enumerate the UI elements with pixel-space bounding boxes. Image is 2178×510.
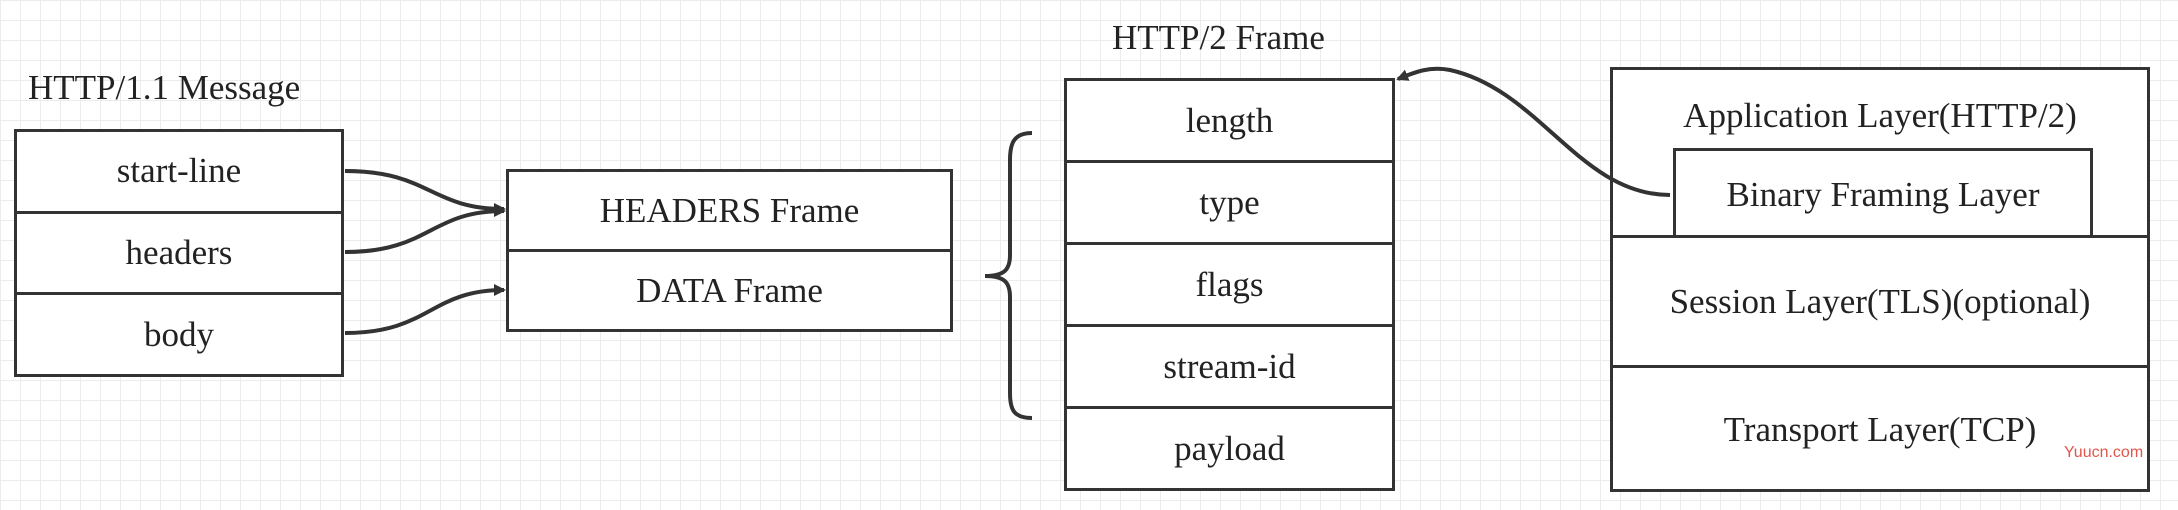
- http1-title: HTTP/1.1 Message: [28, 68, 301, 107]
- frame-row-headers: HEADERS Frame: [599, 190, 860, 230]
- protocol-layers-box: Application Layer(HTTP/2) Binary Framing…: [1610, 67, 2150, 492]
- http2-row-stream-id: stream-id: [1067, 324, 1392, 406]
- layer-application: Application Layer(HTTP/2) Binary Framing…: [1613, 70, 2147, 238]
- http2-title: HTTP/2 Frame: [1112, 18, 1325, 57]
- layer-application-label: Application Layer(HTTP/2): [1683, 96, 2077, 135]
- arrow-headers-to-headers-frame: [344, 205, 506, 254]
- http2-row-length: length: [1185, 100, 1274, 140]
- arrow-binary-framing-to-http2-frame: [1396, 66, 1671, 197]
- layer-session: Session Layer(TLS)(optional): [1613, 238, 2147, 368]
- frames-box: HEADERS Frame DATA Frame: [506, 169, 953, 332]
- http2-row-payload: payload: [1067, 406, 1392, 488]
- curly-brace: [984, 131, 1033, 420]
- layer-transport: Transport Layer(TCP): [1723, 410, 2037, 449]
- http1-row-start-line: start-line: [116, 151, 242, 191]
- http1-row-body: body: [17, 292, 341, 374]
- http2-frame-box: length type flags stream-id payload: [1064, 78, 1395, 491]
- http2-row-type: type: [1067, 160, 1392, 242]
- http2-row-flags: flags: [1067, 242, 1392, 324]
- frame-row-data: DATA Frame: [509, 249, 950, 329]
- layer-binary-framing: Binary Framing Layer: [1673, 148, 2093, 238]
- arrow-start-line-to-headers-frame: [344, 169, 506, 215]
- watermark: Yuucn.com: [2064, 444, 2144, 461]
- arrow-body-to-data-frame: [344, 284, 506, 335]
- http1-message-box: start-line headers body: [14, 129, 344, 377]
- http1-row-headers: headers: [17, 210, 341, 293]
